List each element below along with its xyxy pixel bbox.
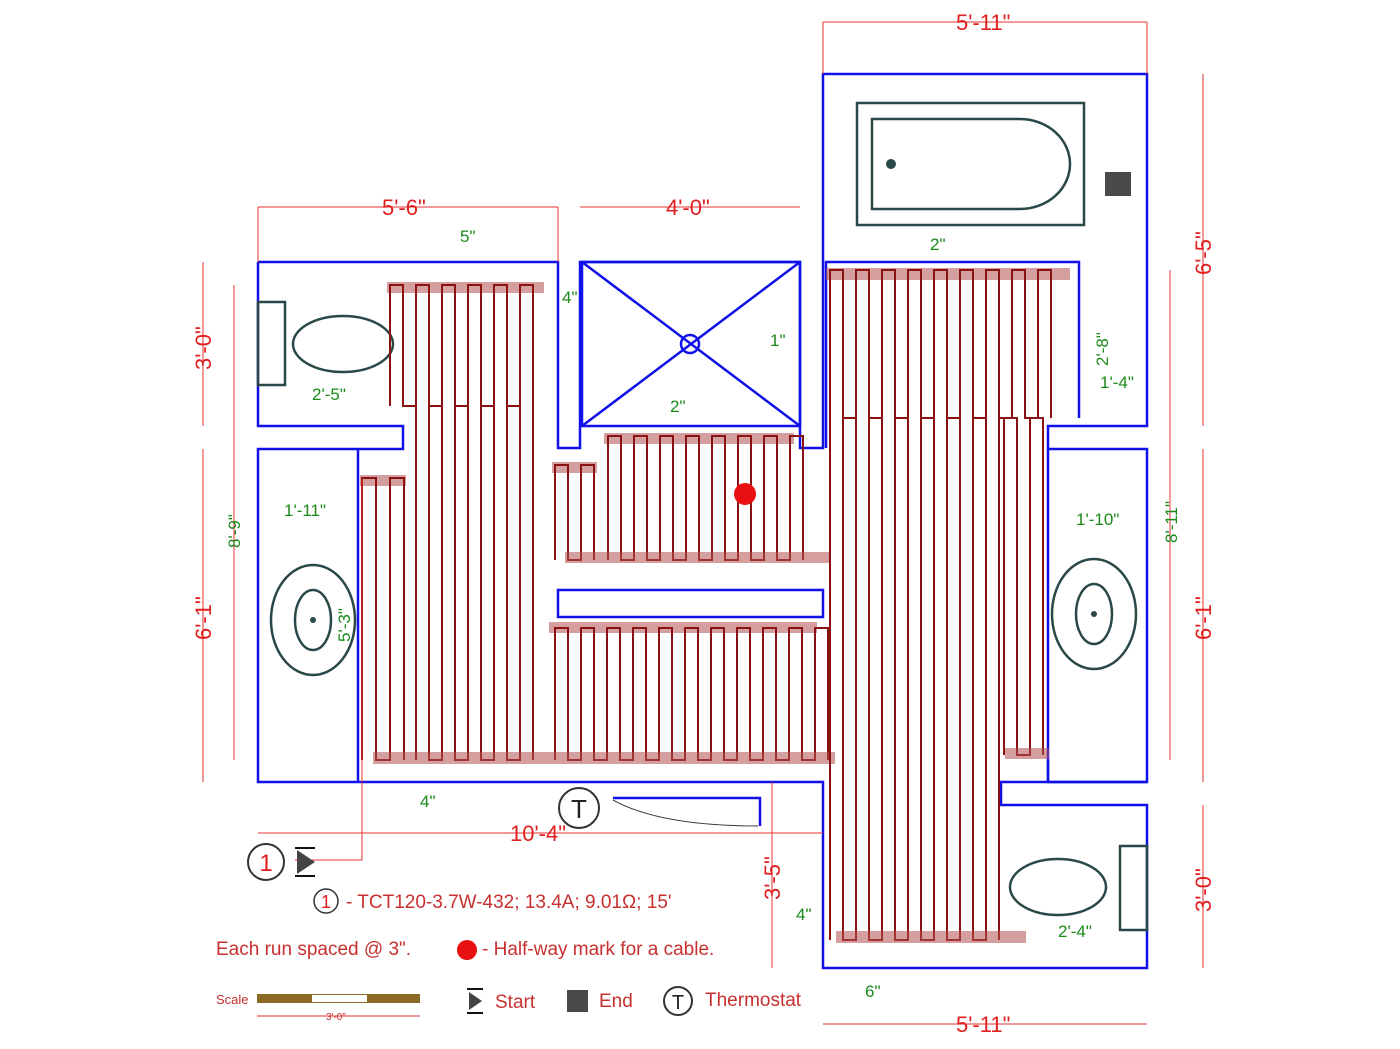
- offset-label: 1'-10": [1076, 510, 1119, 529]
- toilet-right: [1008, 844, 1149, 932]
- offset-labels: 5" 4" 2'-5" 1" 2" 2" 2'-8" 1'-4" 1'-11" …: [284, 227, 1134, 1001]
- dim-right-inner: 8'-11": [1162, 501, 1181, 543]
- cable-turn-pad: [565, 552, 830, 563]
- cable-turn-pad: [387, 282, 544, 293]
- dim-bottom-left: 10'-4": [510, 821, 566, 846]
- offset-label: 2": [930, 235, 946, 254]
- cable-run: [361, 477, 405, 761]
- offset-label: 4": [562, 288, 578, 307]
- drain-icon: [679, 333, 701, 355]
- cable-start-marker: 1: [247, 843, 315, 881]
- dim-top-mid: 4'-0": [666, 195, 710, 220]
- dim-right-upper: 6'-5": [1191, 231, 1216, 275]
- offset-label: 2'-4": [1058, 922, 1092, 941]
- cable-run: [554, 627, 829, 761]
- dim-top-right: 5'-11": [956, 10, 1010, 35]
- dim-left-upper: 3'-0": [191, 326, 216, 370]
- offset-label: 4": [420, 792, 436, 811]
- scale-label: Scale: [216, 992, 249, 1007]
- toilet-left: [256, 300, 395, 387]
- halfway-note: - Half-way mark for a cable.: [482, 939, 714, 960]
- bathtub: [855, 101, 1086, 227]
- offset-label: 1": [770, 331, 786, 350]
- thermostat-symbol: T: [672, 992, 684, 1014]
- cable-turn-pad: [549, 622, 817, 633]
- halfway-mark-icon: [457, 940, 477, 960]
- sink-right: [1050, 557, 1138, 671]
- thermostat-marker: T: [558, 787, 600, 829]
- legend-end: End: [599, 991, 633, 1012]
- door: [612, 796, 762, 827]
- shower: [580, 260, 802, 428]
- cable-run: [607, 435, 804, 561]
- cable-number: 1: [259, 850, 272, 877]
- cable-turn-pad: [1005, 748, 1049, 759]
- cable-turn-pad: [373, 752, 835, 764]
- cable-run: [389, 284, 534, 407]
- dim-left-lower: 6'-1": [191, 596, 216, 640]
- legend: 1 - TCT120-3.7W-432; 13.4A; 9.01Ω; 15' E…: [216, 888, 802, 1023]
- start-icon: [469, 992, 482, 1010]
- scale-length: 3'-0": [326, 1012, 346, 1023]
- offset-label: 1'-4": [1100, 373, 1134, 392]
- end-icon: [567, 990, 588, 1012]
- heating-cable: [360, 268, 1070, 943]
- offset-label: 2'-5": [312, 385, 346, 404]
- start-icon: [297, 850, 315, 874]
- offset-label: 6": [865, 982, 881, 1001]
- spacing-note: Each run spaced @ 3".: [216, 939, 411, 960]
- cable-run: [829, 269, 1052, 419]
- offset-label: 4": [796, 905, 812, 924]
- legend-thermostat: Thermostat: [705, 990, 802, 1011]
- dimension-lines: [202, 21, 1204, 1025]
- cable-turn-pad: [360, 475, 406, 486]
- thermostat-symbol: T: [571, 794, 587, 824]
- cable-run: [1003, 417, 1044, 756]
- dim-left-inner: 8'-9": [225, 514, 244, 548]
- offset-label: 5'-3": [335, 608, 354, 642]
- dim-bottom-right: 5'-11": [956, 1012, 1010, 1037]
- sink-left: [269, 563, 357, 677]
- legend-start: Start: [495, 992, 536, 1013]
- cable-run: [415, 284, 534, 761]
- halfway-mark: [734, 483, 756, 505]
- cable-run: [829, 269, 1000, 941]
- island: [556, 588, 825, 619]
- dim-top-left: 5'-6": [382, 195, 426, 220]
- cable-turn-pad: [836, 931, 1026, 943]
- cable-turn-pad: [552, 462, 597, 473]
- dim-right-mid: 6'-1": [1191, 596, 1216, 640]
- cable-spec: - TCT120-3.7W-432; 13.4A; 9.01Ω; 15': [346, 892, 672, 913]
- dim-right-lower: 3'-0": [1191, 868, 1216, 912]
- offset-label: 5": [460, 227, 476, 246]
- offset-label: 2'-8": [1093, 332, 1112, 366]
- thermostat-icon: [663, 986, 693, 1016]
- offset-label: 1'-11": [284, 501, 326, 520]
- cable-number: 1: [321, 892, 331, 912]
- offset-label: 2": [670, 397, 686, 416]
- cable-run: [554, 464, 595, 561]
- end-marker: [1105, 172, 1131, 196]
- dim-bottom-mid: 3'-5": [760, 856, 785, 900]
